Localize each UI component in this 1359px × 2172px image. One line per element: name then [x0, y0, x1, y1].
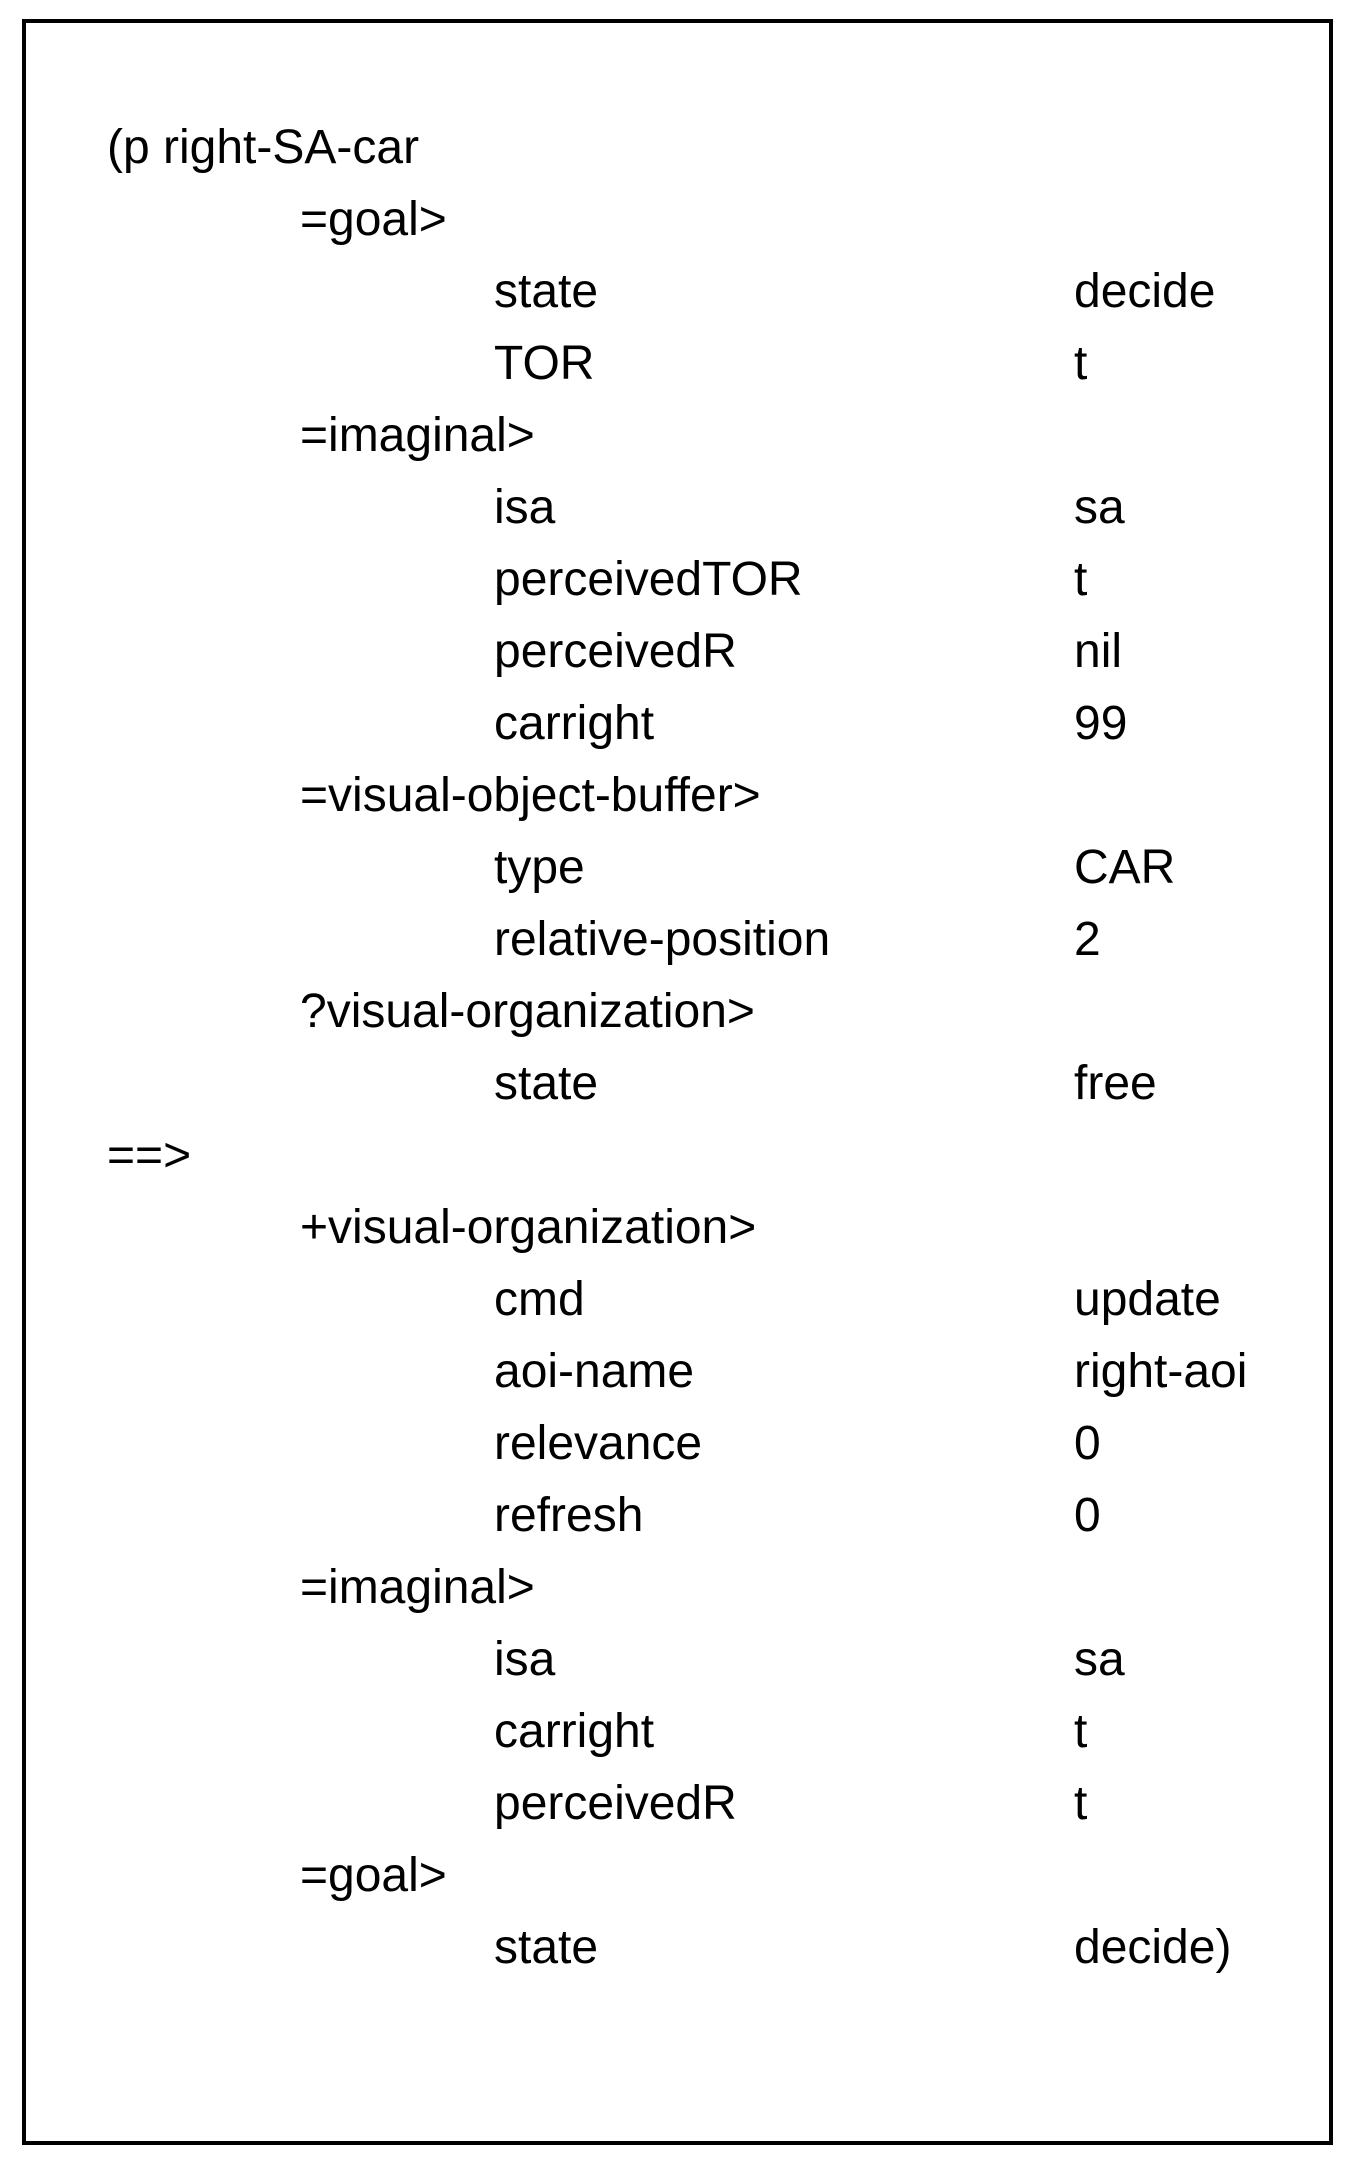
- slot-line: relevance 0: [0, 1408, 1359, 1480]
- buffer-line: =goal>: [0, 184, 1359, 256]
- slot-value: t: [1074, 1777, 1088, 1830]
- slot-name: refresh: [494, 1489, 644, 1542]
- slot-name: cmd: [494, 1273, 585, 1326]
- slot-line: cmd update: [0, 1264, 1359, 1336]
- production-arrow: ==>: [107, 1129, 192, 1182]
- slot-name: state: [494, 265, 599, 318]
- slot-line: carright 99: [0, 688, 1359, 760]
- production-rule: (p right-SA-car =goal> state decide TOR …: [0, 112, 1359, 1984]
- buffer-line: +visual-organization>: [0, 1192, 1359, 1264]
- slot-name: aoi-name: [494, 1345, 695, 1398]
- production-header-line: (p right-SA-car: [0, 112, 1359, 184]
- slot-name: carright: [494, 1705, 655, 1758]
- buffer-name: =goal>: [300, 193, 447, 246]
- slot-name: TOR: [494, 337, 595, 390]
- slot-line: carright t: [0, 1696, 1359, 1768]
- buffer-name: ?visual-organization>: [300, 985, 755, 1038]
- slot-value: decide: [1074, 265, 1216, 318]
- production-arrow-line: ==>: [0, 1120, 1359, 1192]
- slot-line: state decide): [0, 1912, 1359, 1984]
- slot-line: state decide: [0, 256, 1359, 328]
- slot-value: 0: [1074, 1489, 1101, 1542]
- slot-value: 2: [1074, 913, 1101, 966]
- buffer-line: =imaginal>: [0, 400, 1359, 472]
- slot-name: perceivedR: [494, 1777, 737, 1830]
- buffer-line: ?visual-organization>: [0, 976, 1359, 1048]
- slot-name: isa: [494, 481, 556, 534]
- production-header: (p right-SA-car: [107, 121, 420, 174]
- figure-frame: [22, 19, 1333, 2145]
- slot-name: state: [494, 1057, 599, 1110]
- buffer-name: =imaginal>: [300, 1561, 535, 1614]
- slot-value: free: [1074, 1057, 1157, 1110]
- slot-value: sa: [1074, 481, 1125, 534]
- slot-value: decide): [1074, 1921, 1232, 1974]
- buffer-line: =goal>: [0, 1840, 1359, 1912]
- slot-line: perceivedTOR t: [0, 544, 1359, 616]
- slot-line: isa sa: [0, 472, 1359, 544]
- slot-value: 99: [1074, 697, 1128, 750]
- slot-name: type: [494, 841, 585, 894]
- slot-line: perceivedR t: [0, 1768, 1359, 1840]
- buffer-name: =visual-object-buffer>: [300, 769, 761, 822]
- slot-line: aoi-name right-aoi: [0, 1336, 1359, 1408]
- slot-value: sa: [1074, 1633, 1125, 1686]
- slot-name: relative-position: [494, 913, 831, 966]
- buffer-line: =imaginal>: [0, 1552, 1359, 1624]
- slot-name: perceivedR: [494, 625, 737, 678]
- slot-name: state: [494, 1921, 599, 1974]
- slot-value: t: [1074, 337, 1088, 390]
- slot-line: type CAR: [0, 832, 1359, 904]
- slot-name: carright: [494, 697, 655, 750]
- buffer-line: =visual-object-buffer>: [0, 760, 1359, 832]
- slot-line: isa sa: [0, 1624, 1359, 1696]
- slot-line: relative-position 2: [0, 904, 1359, 976]
- buffer-name: =goal>: [300, 1849, 447, 1902]
- slot-value: CAR: [1074, 841, 1176, 894]
- slot-value: update: [1074, 1273, 1221, 1326]
- slot-value: 0: [1074, 1417, 1101, 1470]
- slot-line: refresh 0: [0, 1480, 1359, 1552]
- slot-value: t: [1074, 553, 1088, 606]
- buffer-name: +visual-organization>: [300, 1201, 757, 1254]
- slot-line: state free: [0, 1048, 1359, 1120]
- slot-value: nil: [1074, 625, 1123, 678]
- slot-line: perceivedR nil: [0, 616, 1359, 688]
- slot-value: t: [1074, 1705, 1088, 1758]
- slot-name: perceivedTOR: [494, 553, 803, 606]
- slot-name: isa: [494, 1633, 556, 1686]
- buffer-name: =imaginal>: [300, 409, 535, 462]
- slot-line: TOR t: [0, 328, 1359, 400]
- slot-value: right-aoi: [1074, 1345, 1248, 1398]
- slot-name: relevance: [494, 1417, 703, 1470]
